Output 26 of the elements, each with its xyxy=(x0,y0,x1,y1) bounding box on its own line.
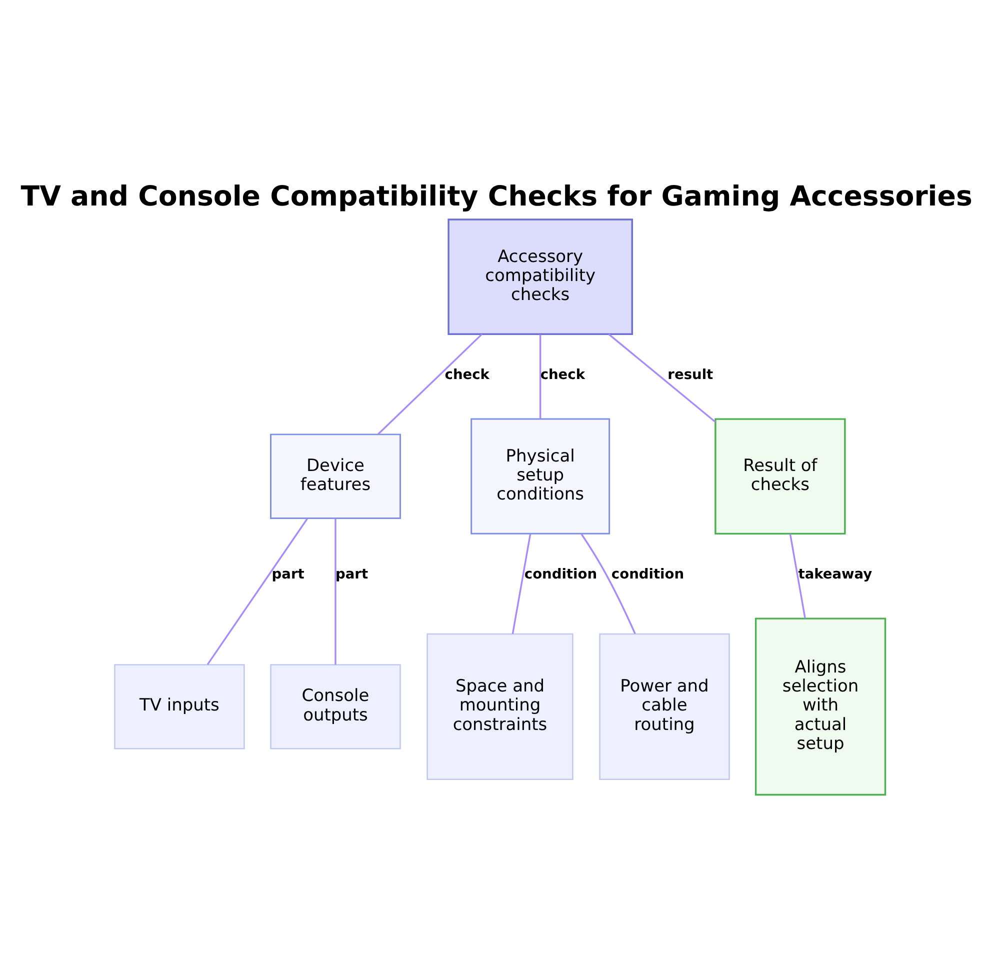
connector xyxy=(512,533,532,634)
diagram-title: TV and Console Compatibility Checks for Gaming Accessories xyxy=(20,179,972,212)
edge-label: part xyxy=(272,566,304,582)
node-box: TV inputs xyxy=(114,664,245,749)
node-box: Result of checks xyxy=(714,418,846,534)
edge-label: result xyxy=(668,366,714,383)
edge-label: check xyxy=(444,366,490,383)
connector xyxy=(539,334,542,418)
node-box: Aligns selection with actual setup xyxy=(754,617,886,796)
connector xyxy=(334,518,336,664)
edge-label: check xyxy=(540,366,585,383)
node-box: Physical setup conditions xyxy=(470,418,610,534)
connector xyxy=(206,518,308,665)
edge-label: part xyxy=(335,566,368,582)
node-box: Console outputs xyxy=(270,664,401,749)
node-box: Accessory compatibility checks xyxy=(448,218,633,334)
connector xyxy=(608,333,716,422)
node-box: Device features xyxy=(270,433,401,519)
connector xyxy=(789,533,806,618)
connector xyxy=(580,532,636,634)
node-box: Space and mounting constraints xyxy=(426,632,574,780)
node-box: Power and cable routing xyxy=(599,632,730,780)
edge-label: condition xyxy=(611,566,684,582)
edge-label: takeaway xyxy=(798,566,872,582)
connector xyxy=(377,333,482,434)
edge-label: condition xyxy=(524,566,598,582)
